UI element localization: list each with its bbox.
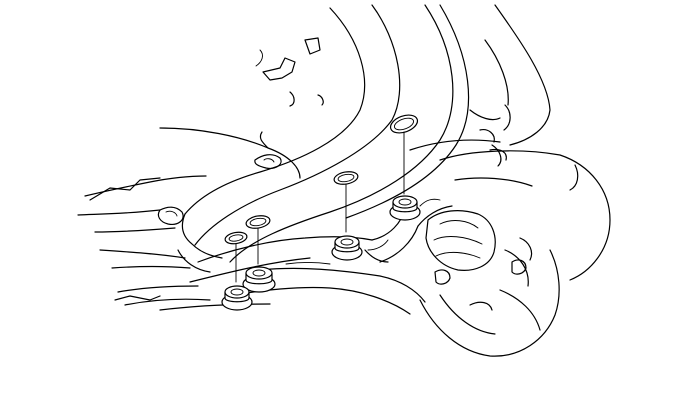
nut-3 bbox=[242, 266, 276, 293]
nut-4 bbox=[221, 285, 253, 311]
hole-1 bbox=[389, 114, 419, 134]
housing-outline bbox=[77, 127, 301, 306]
right-lower-assembly bbox=[419, 144, 611, 357]
lower-bracket bbox=[159, 205, 453, 315]
nut-2 bbox=[331, 235, 363, 261]
bracket-detail bbox=[285, 198, 441, 265]
right-upper-body bbox=[409, 4, 551, 161]
leader-lines bbox=[235, 131, 405, 283]
hole-2 bbox=[333, 171, 359, 185]
nut-1 bbox=[389, 195, 421, 221]
hole-4 bbox=[224, 231, 248, 245]
hole-3 bbox=[245, 215, 271, 229]
curved-flange bbox=[177, 4, 470, 273]
